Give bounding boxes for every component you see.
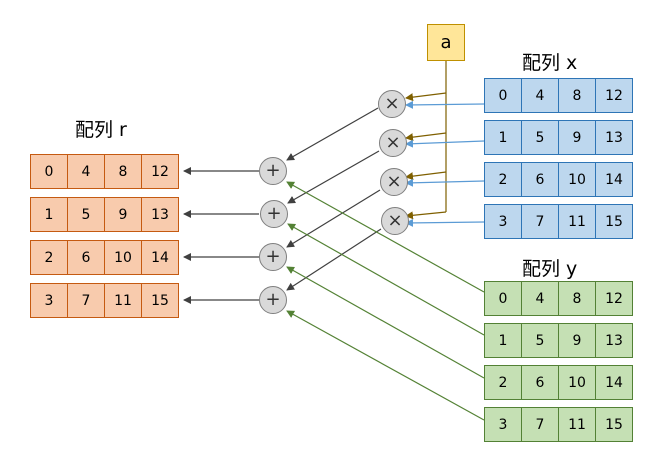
array-x-cell: 0 [484, 78, 522, 113]
y-to-add-0-arrow [286, 181, 485, 293]
x-to-mul-0-arrow [405, 100, 485, 109]
array-y-cell: 0 [484, 281, 522, 316]
array-x-cell: 5 [521, 120, 559, 155]
a-to-mul-1-arrow [405, 132, 447, 142]
array-r-cell: 7 [67, 283, 105, 318]
array-r-row-2: 2 6 10 14 [30, 240, 179, 275]
array-r-cell: 15 [141, 283, 179, 318]
array-r-row-3: 3 7 11 15 [30, 283, 179, 318]
array-r-cell: 11 [104, 283, 142, 318]
mul-3-to-add-3-arrow [286, 228, 382, 291]
array-x-cell: 10 [558, 162, 596, 197]
array-r-cell: 3 [30, 283, 68, 318]
array-x-row-0: 0 4 8 12 [484, 78, 633, 113]
array-y-title: 配列 y [522, 258, 578, 280]
array-x-title: 配列 x [522, 52, 578, 74]
array-y-cell: 2 [484, 365, 522, 400]
x-to-mul-2-arrow [405, 178, 485, 187]
array-y-cell: 14 [595, 365, 633, 400]
multiply-node-2: × [380, 168, 408, 196]
array-r-cell: 13 [141, 197, 179, 232]
array-x-cell: 2 [484, 162, 522, 197]
mul-1-to-add-1-arrow [287, 150, 380, 204]
array-x-cell: 6 [521, 162, 559, 197]
array-y-cell: 1 [484, 323, 522, 358]
array-y-cell: 8 [558, 281, 596, 316]
array-x-cell: 13 [595, 120, 633, 155]
array-y-cell: 6 [521, 365, 559, 400]
array-x-cell: 12 [595, 78, 633, 113]
multiply-node-3: × [381, 207, 409, 235]
a-to-mul-3-arrow [405, 211, 447, 220]
array-y-cell: 3 [484, 407, 522, 442]
add-node-3: + [259, 286, 287, 314]
add-node-2: + [259, 243, 287, 271]
array-r-cell: 0 [30, 154, 68, 189]
mul-2-to-add-2-arrow [286, 189, 381, 248]
array-x-cell: 14 [595, 162, 633, 197]
array-r-row-0: 0 4 8 12 [30, 154, 179, 189]
array-x-cell: 9 [558, 120, 596, 155]
multiply-node-1: × [379, 129, 407, 157]
array-r-cell: 14 [141, 240, 179, 275]
add-node-0: + [259, 157, 287, 185]
array-y-row-2: 2 6 10 14 [484, 365, 633, 400]
add-node-1: + [260, 200, 288, 228]
array-x-row-3: 3 7 11 15 [484, 204, 633, 239]
array-r-cell: 5 [67, 197, 105, 232]
array-x-cell: 15 [595, 204, 633, 239]
array-x-cell: 11 [558, 204, 596, 239]
array-y-cell: 10 [558, 365, 596, 400]
a-to-mul-2-arrow [405, 171, 447, 181]
array-r-cell: 2 [30, 240, 68, 275]
x-to-mul-3-arrow [405, 218, 485, 227]
array-y-row-3: 3 7 11 15 [484, 407, 633, 442]
multiply-node-0: × [378, 90, 406, 118]
array-y-cell: 13 [595, 323, 633, 358]
array-r-row-1: 1 5 9 13 [30, 197, 179, 232]
y-to-add-3-arrow [286, 310, 485, 421]
y-to-add-2-arrow [286, 266, 485, 379]
array-x-cell: 8 [558, 78, 596, 113]
array-y-row-0: 0 4 8 12 [484, 281, 633, 316]
array-r-cell: 8 [104, 154, 142, 189]
array-r-cell: 6 [67, 240, 105, 275]
mul-0-to-add-0-arrow [286, 107, 379, 161]
array-y-row-1: 1 5 9 13 [484, 323, 633, 358]
array-r-cell: 1 [30, 197, 68, 232]
array-x-cell: 7 [521, 204, 559, 239]
array-y-cell: 11 [558, 407, 596, 442]
x-to-mul-1-arrow [405, 139, 485, 148]
array-x-row-1: 1 5 9 13 [484, 120, 633, 155]
array-r-cell: 4 [67, 154, 105, 189]
array-y-cell: 7 [521, 407, 559, 442]
array-y-cell: 4 [521, 281, 559, 316]
array-y-cell: 12 [595, 281, 633, 316]
array-r-cell: 10 [104, 240, 142, 275]
y-to-add-1-arrow [287, 223, 485, 336]
array-x-cell: 4 [521, 78, 559, 113]
array-r-title: 配列 r [75, 119, 127, 141]
array-y-cell: 15 [595, 407, 633, 442]
array-y-cell: 5 [521, 323, 559, 358]
array-x-cell: 3 [484, 204, 522, 239]
array-r-cell: 12 [141, 154, 179, 189]
array-x-row-2: 2 6 10 14 [484, 162, 633, 197]
array-r-cell: 9 [104, 197, 142, 232]
array-x-cell: 1 [484, 120, 522, 155]
scalar-a-box: a [427, 24, 465, 61]
array-y-cell: 9 [558, 323, 596, 358]
a-to-mul-0-arrow [405, 92, 447, 102]
